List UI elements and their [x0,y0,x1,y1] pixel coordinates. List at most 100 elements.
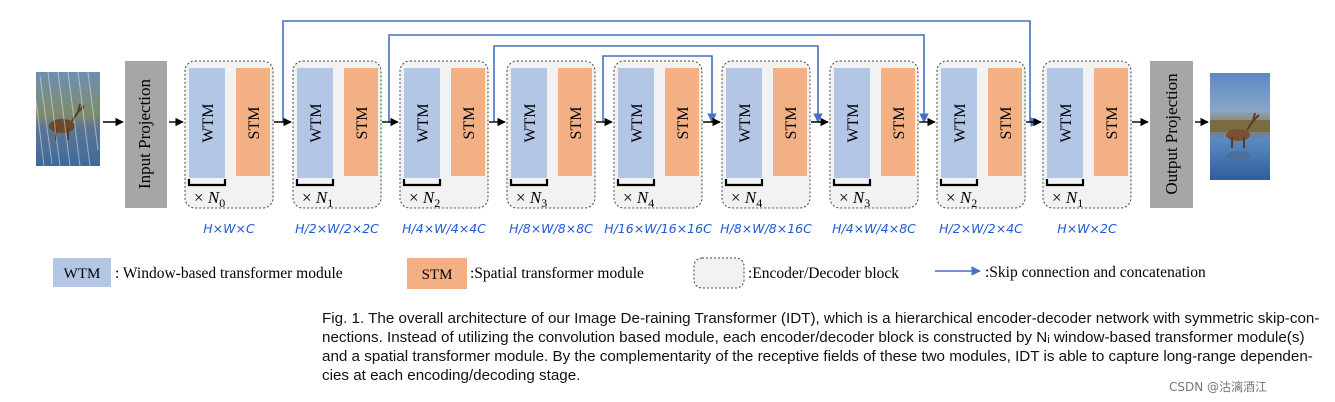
stm-label: STM [568,107,585,140]
stm-label: STM [783,107,800,140]
repeat-bracket [616,179,656,187]
block-dimension-label: H/2×W/2×4C [939,221,1023,236]
input-projection-box [125,61,167,208]
wtm-module [834,68,870,178]
repeat-bracket [724,179,764,187]
encoder-decoder-block: WTM STM × N2 H/2×W/2×4C [936,60,1026,236]
block-dimension-label: H/2×W/2×2C [295,221,379,236]
wtm-module [297,68,333,178]
block-dimension-label: H/4×W/4×4C [402,221,486,236]
output-projection-label: Output Projection [1162,73,1181,195]
caption-line: cies at each encoding/decoding stage. [322,367,581,384]
svg-text:H/8×W/8×8C: H/8×W/8×8C [509,221,593,236]
repeat-bracket [832,179,872,187]
encoder-decoder-block: WTM STM × N0 H×W×C [184,60,274,236]
repeat-count-label: × N0 [194,188,225,210]
stm-label: STM [354,107,371,140]
svg-text:H/4×W/4×8C: H/4×W/4×8C [832,221,916,236]
caption-line: nections. Instead of utilizing the convo… [322,329,1305,346]
stm-module [1094,68,1128,176]
wtm-module [511,68,547,178]
stm-label: STM [461,107,478,140]
encoder-decoder-block: WTM STM × N1 H×W×2C [1042,60,1132,236]
block-dimension-label: H×W×C [203,221,255,236]
block-dimension-label: H/8×W/8×8C [509,221,593,236]
repeat-count-label: × N1 [1052,188,1083,210]
stm-module [881,68,915,176]
derained-output-image [1210,73,1270,180]
repeat-bracket [402,179,442,187]
skip-connection-4 [602,55,717,123]
repeat-bracket [187,179,227,187]
stm-label: STM [891,107,908,140]
stm-label: STM [675,107,692,140]
repeat-count-label: × N3 [839,188,870,210]
wtm-module [404,68,440,178]
repeat-count-label: × N4 [731,188,762,210]
stm-module [665,68,699,176]
repeat-count-label: × N4 [623,188,654,210]
stm-module [236,68,270,176]
repeat-count-label: × N2 [409,188,440,210]
stm-module [344,68,378,176]
wtm-label: WTM [629,103,646,142]
wtm-label: WTM [737,103,754,142]
stm-label: STM [998,107,1015,140]
skip-connection-2 [388,34,929,123]
wtm-label: WTM [1058,103,1075,142]
wtm-module [1047,68,1083,178]
stm-module [773,68,807,176]
block-dimension-label: H/4×W/4×8C [832,221,916,236]
wtm-label: WTM [845,103,862,142]
legend-skip-text: :Skip connection and concatenation [985,264,1206,281]
repeat-bracket [1045,179,1085,187]
encoder-decoder-block: WTM STM × N4 H/16×W/16×16C [604,60,712,236]
watermark: CSDN @沽漓酒江 [1169,380,1268,394]
svg-text:H/2×W/2×2C: H/2×W/2×2C [295,221,379,236]
svg-text:H×W×C: H×W×C [203,221,255,236]
svg-text:H/2×W/2×4C: H/2×W/2×4C [939,221,1023,236]
block-dimension-label: H/16×W/16×16C [604,221,712,236]
stm-label: STM [1104,107,1121,140]
architecture-diagram: Input Projection Output Projection WTM ST… [35,20,1270,289]
encoder-decoder-block: WTM STM × N3 H/4×W/4×8C [829,60,919,236]
stm-module [988,68,1022,176]
repeat-count-label: × N1 [302,188,333,210]
repeat-count-label: × N2 [946,188,977,210]
legend-wtm-swatch [53,258,111,287]
skip-connection-3 [493,45,823,123]
wtm-label: WTM [308,103,325,142]
legend-wtm-text: : Window-based transformer module [115,265,343,282]
output-projection-box [1150,61,1193,208]
caption-line: and a spatial transformer module. By the… [322,348,1313,365]
wtm-label: WTM [522,103,539,142]
repeat-bracket [509,179,549,187]
svg-text:H/8×W/8×16C: H/8×W/8×16C [720,221,812,236]
legend-stm-swatch [407,258,467,289]
block-dimension-label: H×W×2C [1057,221,1117,236]
encoder-decoder-block: WTM STM × N4 H/8×W/8×16C [720,60,812,236]
wtm-module [726,68,762,178]
encoder-decoder-block: WTM STM × N3 H/8×W/8×8C [506,60,596,236]
wtm-module [618,68,654,178]
encoder-decoder-block: WTM STM × N1 H/2×W/2×2C [292,60,382,236]
wtm-module [941,68,977,178]
wtm-label: WTM [952,103,969,142]
repeat-bracket [295,179,335,187]
repeat-count-label: × N3 [516,188,547,210]
wtm-label: WTM [200,103,217,142]
rainy-input-image [35,71,100,167]
svg-text:H×W×2C: H×W×2C [1057,221,1117,236]
stm-module [451,68,485,176]
legend: WTM : Window-based transformer module ST… [53,257,1206,289]
input-projection-label: Input Projection [135,78,154,189]
block-dimension-label: H/8×W/8×16C [720,221,812,236]
legend-block-text: :Encoder/Decoder block [748,265,899,282]
stm-module [558,68,592,176]
svg-text:H/4×W/4×4C: H/4×W/4×4C [402,221,486,236]
stm-label: STM [246,107,263,140]
legend-wtm-box-label: WTM [64,266,101,282]
legend-stm-text: :Spatial transformer module [470,265,644,282]
wtm-module [189,68,225,178]
